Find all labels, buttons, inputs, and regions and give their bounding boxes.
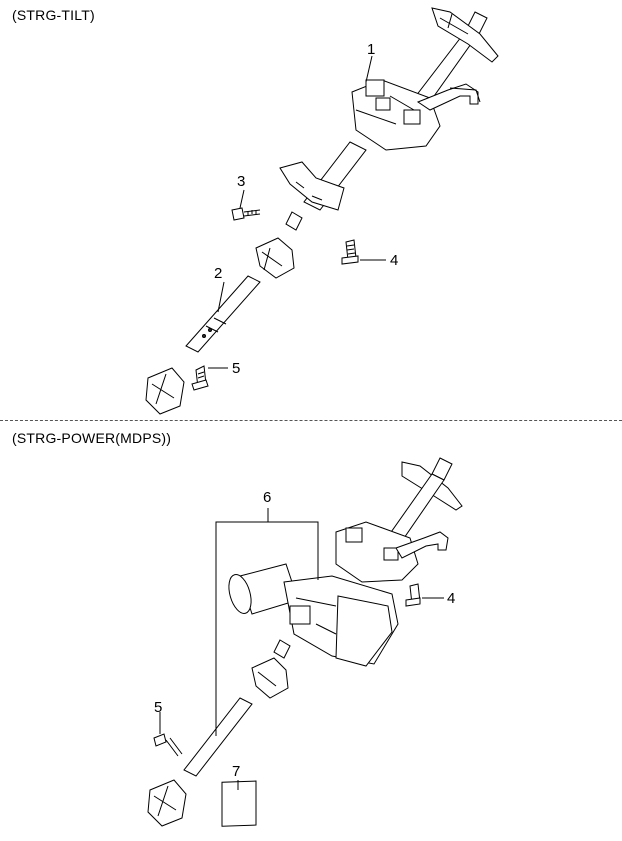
mdps-steering-column-assembly	[147, 457, 463, 827]
callout-5: 5	[232, 360, 241, 377]
callout-4: 4	[390, 252, 399, 269]
section-title-strg-power-mdps: (STRG-POWER(MDPS))	[12, 430, 172, 446]
callout-6-mdps: 6	[263, 489, 272, 506]
callout-2: 2	[214, 265, 223, 282]
callout-5-mdps: 5	[154, 699, 163, 716]
callout-3: 3	[237, 173, 246, 190]
callout-7-mdps: 7	[232, 763, 241, 780]
section-title-strg-tilt: (STRG-TILT)	[12, 7, 95, 23]
tilt-steering-column-assembly	[145, 7, 499, 415]
callout-4-mdps: 4	[447, 590, 456, 607]
callout-1: 1	[367, 41, 376, 58]
section-divider	[0, 420, 622, 421]
